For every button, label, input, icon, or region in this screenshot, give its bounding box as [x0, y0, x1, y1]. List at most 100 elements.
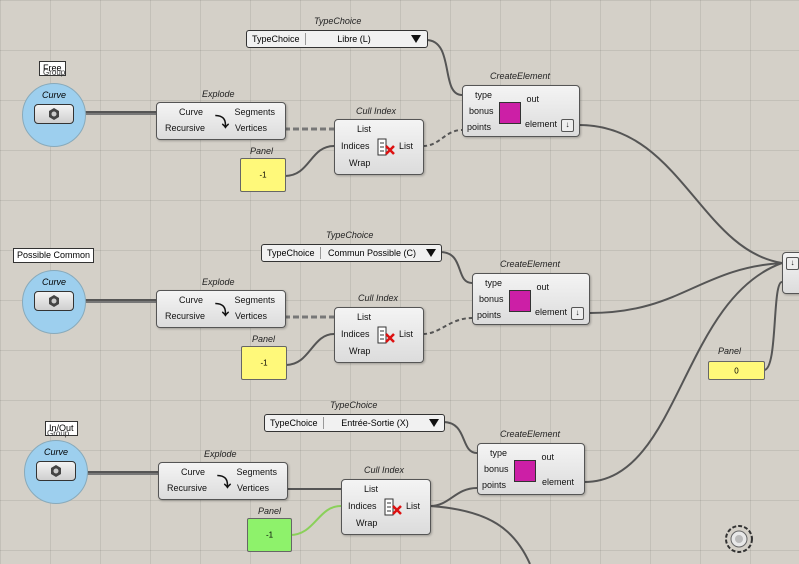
- cull-index-component[interactable]: List Indices Wrap List: [341, 479, 431, 535]
- explode-input-recursive[interactable]: Recursive: [165, 311, 206, 321]
- color-swatch: [514, 460, 536, 482]
- panel-value[interactable]: -1: [247, 518, 292, 552]
- cull-input-wrap[interactable]: Wrap: [349, 158, 371, 168]
- typechoice-value: Entrée-Sortie (X): [341, 418, 409, 428]
- explode-input-curve[interactable]: Curve: [179, 107, 204, 117]
- wire: [578, 124, 783, 264]
- explode-title: Explode: [202, 89, 235, 99]
- right-panel-value-text: 0: [734, 366, 739, 375]
- explode-component[interactable]: Curve Recursive Segments Vertices ⤵: [158, 462, 288, 500]
- create-input-points[interactable]: points: [467, 122, 492, 132]
- curve-tag-label: In/Out: [49, 423, 74, 433]
- wire: [284, 145, 335, 177]
- wire: [425, 39, 463, 96]
- curve-param[interactable]: Curve: [22, 270, 86, 334]
- create-output-out[interactable]: out: [526, 94, 539, 104]
- cull-input-wrap[interactable]: Wrap: [356, 518, 378, 528]
- panel-title: Panel: [250, 146, 274, 156]
- color-swatch: [509, 290, 531, 312]
- explode-output-vertices[interactable]: Vertices: [234, 311, 267, 321]
- cull-output-list[interactable]: List: [398, 141, 413, 151]
- cull-input-indices[interactable]: Indices: [348, 501, 377, 511]
- create-output-element[interactable]: element: [534, 307, 567, 317]
- create-output-element[interactable]: element: [524, 119, 557, 129]
- typechoice-value-list[interactable]: TypeChoice Entrée-Sortie (X): [264, 414, 445, 432]
- panel-value[interactable]: -1: [240, 158, 286, 192]
- cull-input-list[interactable]: List: [357, 312, 372, 322]
- curve-param[interactable]: Curve: [22, 83, 86, 147]
- cull-input-list[interactable]: List: [364, 484, 379, 494]
- down-arrow-icon[interactable]: ↓: [786, 257, 799, 270]
- cull-input-list[interactable]: List: [357, 124, 372, 134]
- explode-input-recursive[interactable]: Recursive: [165, 123, 206, 133]
- explode-output-vertices[interactable]: Vertices: [234, 123, 267, 133]
- down-arrow-icon[interactable]: ↓: [561, 119, 574, 132]
- typechoice-label: TypeChoice: [270, 418, 318, 428]
- curve-param-label: Curve: [41, 90, 66, 100]
- explode-icon: ⤵: [215, 302, 229, 318]
- down-arrow-icon[interactable]: ↓: [571, 307, 584, 320]
- create-input-points[interactable]: points: [477, 310, 502, 320]
- create-input-type[interactable]: type: [485, 278, 503, 288]
- curve-tag-label: Free: [43, 63, 62, 73]
- cull-input-indices[interactable]: Indices: [341, 329, 370, 339]
- wire: [289, 505, 342, 536]
- wire: [429, 505, 531, 564]
- curve-tag-label: Possible Common: [17, 250, 91, 260]
- curve-param-box[interactable]: [36, 461, 76, 481]
- cull-output-list[interactable]: List: [398, 329, 413, 339]
- explode-icon: ⤵: [217, 474, 231, 490]
- cull-input-wrap[interactable]: Wrap: [349, 346, 371, 356]
- typechoice-value-list[interactable]: TypeChoice Libre (L): [246, 30, 428, 48]
- hexagon-nut-icon: [49, 295, 59, 307]
- explode-output-vertices[interactable]: Vertices: [236, 483, 269, 493]
- create-element-component[interactable]: type bonus points out element: [477, 443, 585, 495]
- typechoice-title: TypeChoice: [330, 400, 378, 410]
- typechoice-value-list[interactable]: TypeChoice Commun Possible (C): [261, 244, 442, 262]
- panel-value[interactable]: -1: [241, 346, 287, 380]
- explode-component[interactable]: Curve Recursive Segments Vertices ⤵: [156, 102, 286, 140]
- create-output-out[interactable]: out: [541, 452, 554, 462]
- create-output-element[interactable]: element: [541, 477, 574, 487]
- merge-component[interactable]: ↓: [782, 252, 799, 294]
- compass-icon[interactable]: [722, 522, 756, 556]
- create-input-type[interactable]: type: [475, 90, 493, 100]
- explode-input-curve[interactable]: Curve: [179, 295, 204, 305]
- dropdown-arrow-icon[interactable]: [429, 419, 439, 427]
- curve-param-box[interactable]: [34, 104, 74, 124]
- explode-input-recursive[interactable]: Recursive: [167, 483, 208, 493]
- wire: [442, 421, 478, 454]
- curve-param-label: Curve: [43, 447, 68, 457]
- explode-output-segments[interactable]: Segments: [236, 467, 277, 477]
- curve-param[interactable]: Curve: [24, 440, 88, 504]
- cull-index-title: Cull Index: [358, 293, 399, 303]
- panel-value-text: -1: [259, 170, 267, 180]
- create-input-bonus[interactable]: bonus: [479, 294, 504, 304]
- create-input-bonus[interactable]: bonus: [484, 464, 509, 474]
- create-element-component[interactable]: type bonus points out element ↓: [472, 273, 590, 325]
- dropdown-arrow-icon[interactable]: [411, 35, 421, 43]
- dropdown-arrow-icon[interactable]: [426, 249, 436, 257]
- wire: [763, 281, 783, 371]
- wire: [429, 487, 478, 507]
- explode-component[interactable]: Curve Recursive Segments Vertices ⤵: [156, 290, 286, 328]
- create-element-title: CreateElement: [490, 71, 551, 81]
- cull-output-list[interactable]: List: [405, 501, 420, 511]
- typechoice-value: Commun Possible (C): [327, 248, 417, 258]
- create-element-component[interactable]: type bonus points out element ↓: [462, 85, 580, 137]
- create-input-bonus[interactable]: bonus: [469, 106, 494, 116]
- create-output-out[interactable]: out: [536, 282, 549, 292]
- wire: [583, 262, 783, 483]
- cull-index-component[interactable]: List Indices Wrap List: [334, 307, 424, 363]
- create-input-points[interactable]: points: [482, 480, 507, 490]
- create-input-type[interactable]: type: [490, 448, 508, 458]
- explode-input-curve[interactable]: Curve: [181, 467, 206, 477]
- curve-param-box[interactable]: [34, 291, 74, 311]
- explode-output-segments[interactable]: Segments: [234, 295, 275, 305]
- right-panel-value[interactable]: 0: [708, 361, 765, 380]
- cull-input-indices[interactable]: Indices: [341, 141, 370, 151]
- explode-output-segments[interactable]: Segments: [234, 107, 275, 117]
- right-panel-title: Panel: [718, 346, 742, 356]
- cull-index-component[interactable]: List Indices Wrap List: [334, 119, 424, 175]
